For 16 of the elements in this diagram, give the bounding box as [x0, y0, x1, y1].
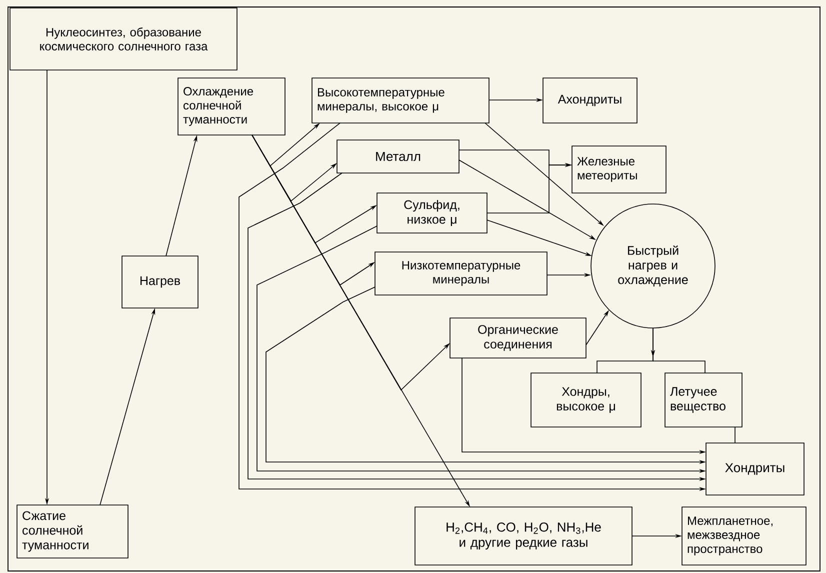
process-box: Нуклеосинтез, образование космического солнечного газа — [10, 8, 238, 70]
process-box: Охлаждение солнечной туманности — [178, 78, 286, 136]
process-box: Межпланетное, межзвездное пространство — [682, 506, 806, 566]
process-box: Железные метеориты — [572, 146, 666, 194]
process-box: Нагрев — [122, 256, 198, 308]
process-box: Ахондриты — [542, 78, 638, 124]
process-box: Низкотемпературные минералы — [374, 252, 548, 296]
process-box: Металл — [336, 140, 460, 174]
process-box: Хондриты — [706, 442, 804, 496]
process-box: Высокотемпературные минералы, высокое μ — [312, 78, 490, 124]
process-box: Органические соединения — [450, 318, 586, 358]
process-box: Летучее вещество — [664, 372, 742, 428]
process-box: Сжатие солнечной туманности — [16, 504, 128, 558]
process-box: H$_{2}$,CH$_{4}$, CO, H$_{2}$O, NH$_{3}$,He и другие редкие газы — [414, 506, 632, 566]
process-box: Хондры, высокое μ — [530, 372, 642, 428]
process-box: Сульфид, низкое μ — [376, 192, 488, 234]
